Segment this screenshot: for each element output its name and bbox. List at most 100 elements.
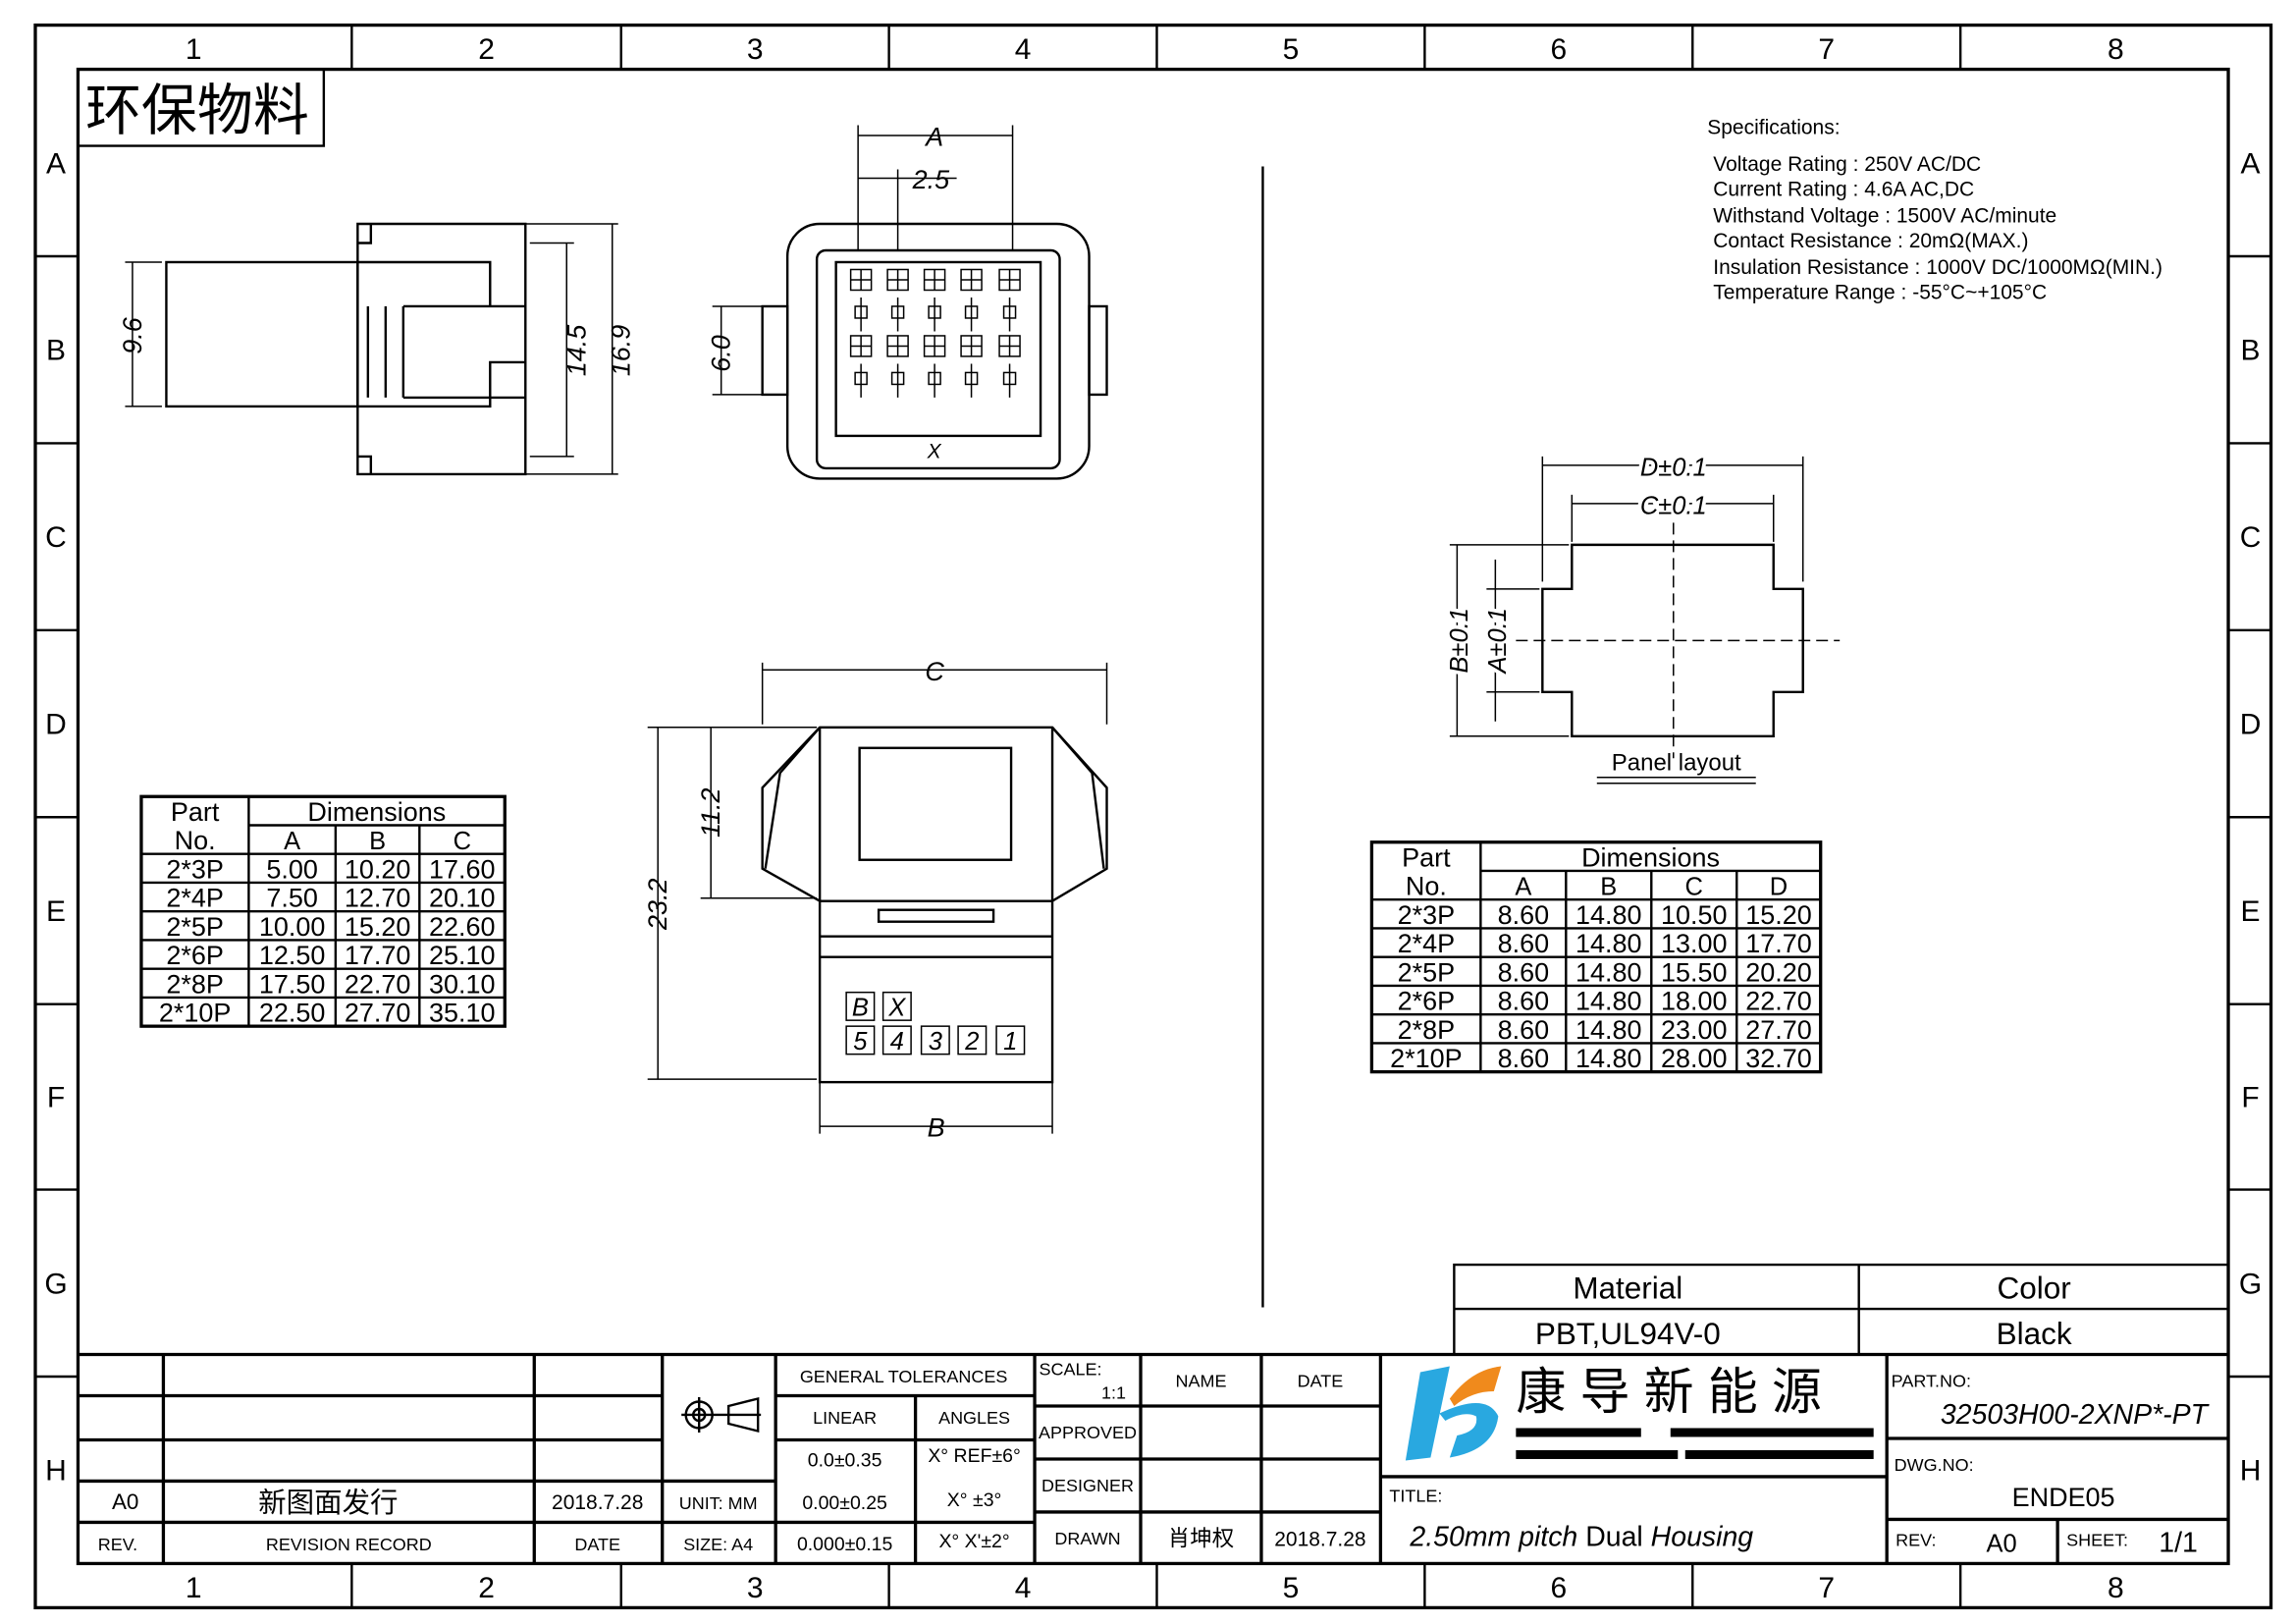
pin-latch	[854, 371, 868, 386]
table-cell: 14.80	[1575, 987, 1642, 1016]
table-cell: 15.20	[345, 912, 411, 942]
pin-cavity-detail	[850, 269, 872, 332]
table-cell: 22.50	[259, 999, 326, 1028]
unit: UNIT: MM	[679, 1493, 758, 1513]
zone-row-label: B	[46, 335, 66, 367]
table-cell: 35.10	[429, 999, 495, 1028]
sheet-value: 1/1	[2159, 1527, 2198, 1558]
angle-tol: X° X'±2°	[938, 1531, 1009, 1552]
table-header-part: Part	[171, 797, 220, 827]
dim-23-2: 23.2	[643, 878, 672, 931]
pin-number: 5	[853, 1028, 868, 1056]
table-header-dims: Dimensions	[307, 797, 446, 827]
zone-column-label: 7	[1818, 1572, 1835, 1604]
table-part-no: 2*4P	[1398, 929, 1455, 958]
zone-row-label: G	[44, 1268, 67, 1300]
zone-row-label: F	[47, 1082, 65, 1114]
specifications: Specifications: Voltage Rating : 250V AC…	[1707, 117, 2163, 304]
pin-cavity-detail	[961, 269, 983, 332]
pin-cavity-detail	[850, 335, 872, 398]
zone-column-label: 3	[747, 33, 764, 66]
color-label: Color	[1998, 1272, 2071, 1306]
zone-row-label: D	[2240, 709, 2262, 741]
pin-number: 4	[890, 1028, 904, 1056]
table-part-no: 2*6P	[1398, 987, 1455, 1016]
table-cell: 8.60	[1498, 1044, 1549, 1073]
zone-row-label: A	[2241, 147, 2261, 180]
spec-line: Withstand Voltage : 1500V AC/minute	[1713, 205, 2056, 228]
zone-column-label: 5	[1283, 1572, 1300, 1604]
table-column-header: B	[1600, 874, 1617, 901]
company-name: 康 导 新 能 源	[1516, 1364, 1822, 1420]
drawing-title: 2.50mm pitch Dual Housing	[1409, 1521, 1753, 1552]
table-cell: 5.00	[266, 854, 317, 884]
panel-caption: Panel layout	[1612, 749, 1741, 776]
pin-latch	[964, 305, 979, 319]
dim-b: B	[928, 1113, 945, 1143]
table-cell: 10.00	[259, 912, 326, 942]
pin-number-box	[845, 1025, 876, 1056]
table-cell: 14.80	[1575, 900, 1642, 930]
zone-row-label: H	[45, 1455, 67, 1488]
table-cell: 15.50	[1661, 957, 1728, 987]
zone-column-label: 4	[1015, 33, 1032, 66]
spec-line: Contact Resistance : 20mΩ(MAX.)	[1713, 230, 2028, 252]
pin-cavity-detail	[887, 269, 909, 332]
table-cell: 10.20	[345, 854, 411, 884]
pin-latch	[928, 305, 941, 319]
zone-column-label: 8	[2108, 1572, 2124, 1604]
panel-layout: D±0.1 C±0.1 B±0.1 A±0.1 Panel layout	[1442, 451, 1841, 785]
side-view: 9.6 14.5 16.9	[118, 222, 636, 476]
table-cell: 14.80	[1575, 1044, 1642, 1073]
table-cell: 12.70	[345, 884, 411, 913]
pin-latch	[1002, 371, 1017, 386]
table-cell: 13.00	[1661, 929, 1728, 958]
zone-row-label: C	[45, 521, 67, 554]
pin-latch	[1002, 305, 1017, 319]
dim-c: C	[925, 657, 944, 686]
table-header-part: Part	[1402, 842, 1451, 872]
rev-value: A0	[1987, 1530, 2017, 1557]
zone-column-label: 5	[1283, 33, 1300, 66]
pin-latch	[890, 305, 905, 319]
drawn-label: DRAWN	[1054, 1529, 1120, 1548]
company-logo	[1405, 1366, 1874, 1461]
dim-9-6: 9.6	[118, 317, 147, 354]
pin-cavity-detail	[924, 269, 945, 332]
pin-latch	[928, 371, 941, 386]
table-cell: 17.50	[259, 969, 326, 999]
designer-label: DESIGNER	[1041, 1476, 1134, 1495]
table-cell: 23.00	[1661, 1015, 1728, 1045]
pin-number-box	[957, 1025, 988, 1056]
table-column-header: A	[1515, 874, 1531, 901]
dim-b-panel: B±0.1	[1446, 608, 1473, 673]
title-label: TITLE:	[1389, 1486, 1442, 1505]
zone-column-label: 4	[1015, 1572, 1032, 1604]
pin-number-box	[920, 1025, 950, 1056]
table-part-no: 2*10P	[159, 999, 231, 1028]
zone-row-label: D	[45, 709, 67, 741]
zone-column-label: 6	[1550, 1572, 1567, 1604]
table-part-no: 2*3P	[1398, 900, 1455, 930]
part-no-label: PART.NO:	[1892, 1371, 1971, 1390]
datum-symbols-icon	[681, 1396, 762, 1434]
linear-label: LINEAR	[813, 1408, 877, 1428]
date-col-label: DATE	[574, 1535, 620, 1554]
zone-column-label: 1	[186, 1572, 202, 1604]
table-cell: 30.10	[429, 969, 495, 999]
table-cell: 12.50	[259, 941, 326, 970]
linear-tol: 0.0±0.35	[808, 1449, 882, 1471]
linear-tol: 0.00±0.25	[802, 1492, 887, 1514]
pin-label-box	[881, 991, 912, 1021]
table-cell: 32.70	[1745, 1044, 1812, 1073]
zone-row-label: B	[2241, 335, 2261, 367]
revision-record: 新图面发行	[258, 1488, 398, 1519]
zone-row-label: G	[2239, 1268, 2262, 1300]
table-column-header: B	[369, 828, 386, 855]
front-view: A 2.5 6.0 X	[707, 123, 1108, 480]
zone-column-label: 7	[1818, 33, 1835, 66]
table-part-no: 2*5P	[166, 912, 223, 942]
revision-rev: A0	[112, 1489, 139, 1514]
